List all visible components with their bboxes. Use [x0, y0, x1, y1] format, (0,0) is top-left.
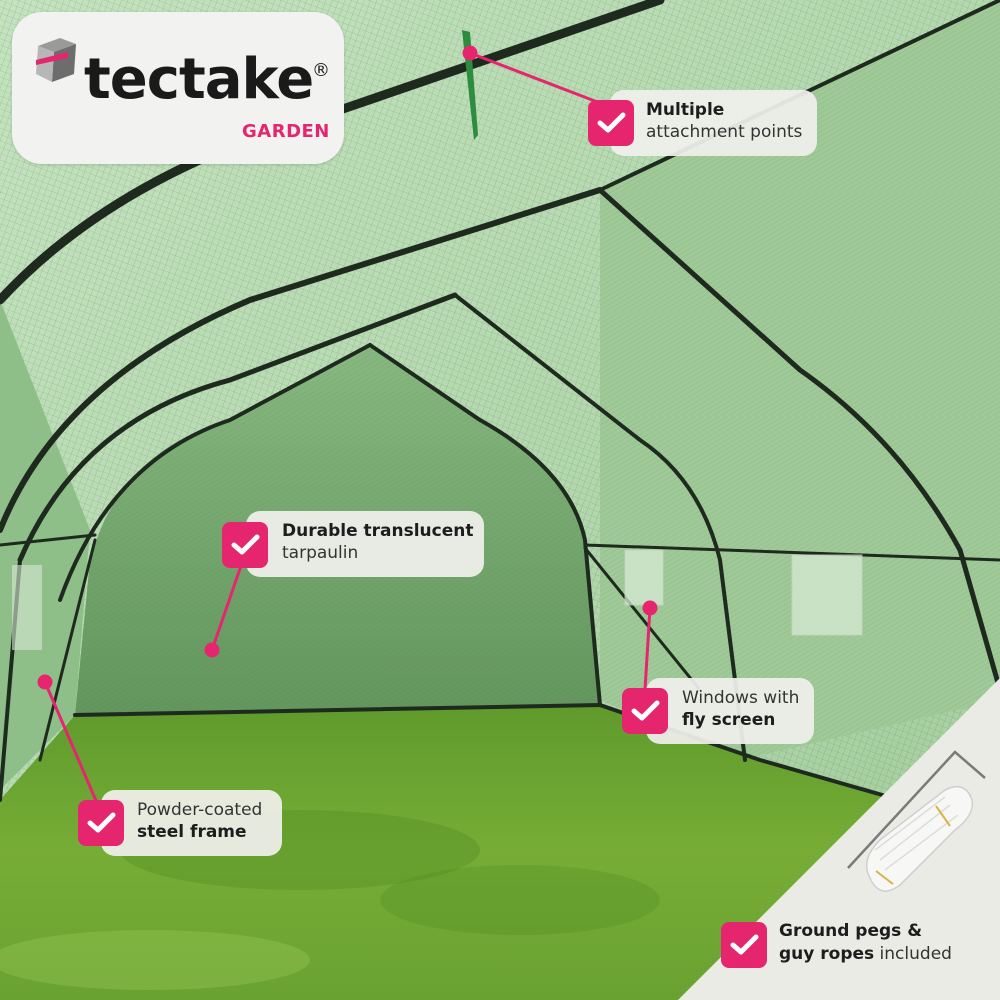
callout-subtitle: attachment points [646, 122, 803, 142]
callout-title-bold: guy ropes [779, 944, 875, 964]
callout-box: Powder-coated steel frame [101, 790, 282, 856]
brand-subline: GARDEN [242, 121, 330, 142]
callout-subtitle: tarpaulin [282, 543, 359, 563]
checkmark-icon [721, 922, 767, 968]
checkmark-icon [78, 800, 124, 846]
callout-text: Ground pegs & guy ropes included [779, 920, 952, 966]
rope-coil-icon [865, 785, 974, 892]
callout-title: Multiple [646, 100, 725, 120]
callout-title: Durable translucent [282, 521, 474, 541]
callout-box: Windows with fly screen [646, 678, 814, 744]
checkmark-icon [622, 688, 668, 734]
callout-subtitle: Windows with [682, 688, 800, 708]
checkmark-icon [222, 522, 268, 568]
callout-title: Ground pegs & [779, 921, 923, 941]
brand-wordmark: tectake [84, 47, 314, 112]
callout-subtitle: included [874, 944, 952, 964]
tectake-cube-icon [36, 38, 76, 82]
callout-title: fly screen [682, 710, 776, 730]
registered-mark: ® [312, 60, 330, 81]
callout-box: Durable translucent tarpaulin [246, 511, 484, 577]
callout-title: steel frame [137, 822, 247, 842]
brand-logo-card: tectake ® GARDEN [12, 12, 344, 164]
callout-subtitle: Powder-coated [137, 800, 263, 820]
callout-box: Multiple attachment points [610, 90, 817, 156]
checkmark-icon [588, 100, 634, 146]
ground-peg-icon [847, 750, 986, 869]
